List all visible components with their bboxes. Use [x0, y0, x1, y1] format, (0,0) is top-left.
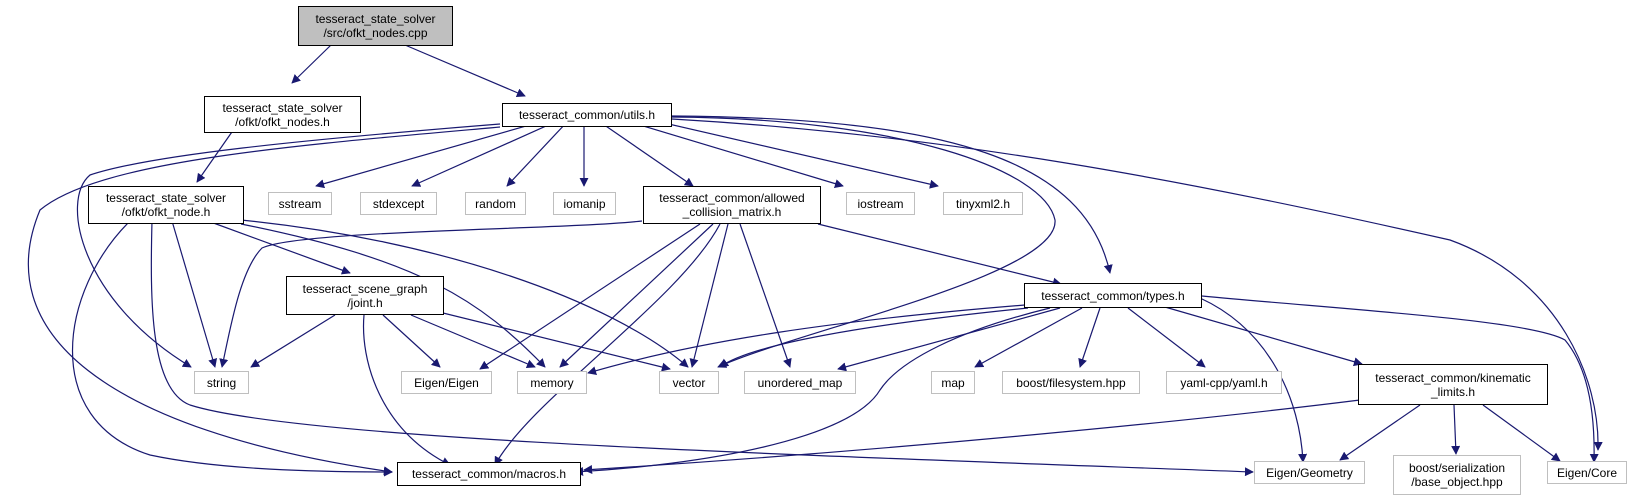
node-yaml-cpp: yaml-cpp/yaml.h	[1166, 371, 1282, 394]
edge-ofkt-node-to-joint	[207, 220, 351, 275]
node-eigen-geometry: Eigen/Geometry	[1254, 461, 1365, 484]
edge-acm-to-vector	[689, 223, 729, 368]
node-label: tesseract_common/utils.h	[518, 108, 656, 122]
node-boost-filesystem: boost/filesystem.hpp	[1002, 371, 1140, 394]
node-label: tesseract_common/macros.h	[411, 467, 567, 481]
node-stdexcept: stdexcept	[360, 192, 437, 215]
edge-utils-to-types	[671, 115, 1113, 274]
edge-acm-to-unordered-map	[739, 223, 792, 368]
edge-types-to-yaml	[1127, 307, 1206, 368]
node-macros-h[interactable]: tesseract_common/macros.h	[397, 462, 581, 486]
edge-types-to-unordered-map	[837, 307, 1061, 372]
node-tinyxml2-h: tinyxml2.h	[943, 192, 1023, 215]
edge-acm-to-types	[817, 223, 1062, 287]
node-iomanip: iomanip	[553, 192, 616, 215]
edge-utils-to-acm	[599, 121, 694, 187]
edge-joint-to-eigen-eigen	[382, 314, 441, 368]
node-label: iostream	[857, 196, 904, 211]
node-label: random	[475, 196, 516, 211]
edge-kinematic-to-boost-serialization	[1451, 404, 1461, 455]
edge-kinematic-to-eigen-core	[1482, 404, 1561, 462]
node-boost-serialization: boost/serialization /base_object.hpp	[1393, 455, 1521, 495]
node-label: iomanip	[563, 196, 606, 211]
edge-joint-to-string	[250, 314, 336, 368]
edge-ofkt-node-to-string	[171, 220, 218, 368]
node-iostream: iostream	[846, 192, 915, 215]
node-label: map	[941, 375, 965, 390]
edge-types-to-macros	[574, 307, 1051, 477]
node-label: tinyxml2.h	[955, 196, 1011, 211]
node-label: boost/serialization /base_object.hpp	[1408, 461, 1506, 489]
node-label: tesseract_scene_graph /joint.h	[302, 281, 428, 310]
edge-utils-to-vector	[669, 116, 1056, 368]
node-label: sstream	[278, 196, 322, 211]
node-label: Eigen/Core	[1556, 465, 1618, 480]
node-unordered-map: unordered_map	[744, 371, 856, 394]
edge-utils-to-string	[76, 123, 501, 368]
node-label: string	[206, 375, 237, 390]
node-label: tesseract_common/allowed _collision_matr…	[659, 191, 805, 219]
node-joint-h[interactable]: tesseract_scene_graph /joint.h	[286, 276, 444, 315]
edge-utils-to-iostream	[629, 121, 844, 188]
node-kinematic-limits-h[interactable]: tesseract_common/kinematic _limits.h	[1358, 364, 1548, 405]
edge-utils-to-eigen-core	[671, 118, 1603, 451]
node-ofkt-nodes-h[interactable]: tesseract_state_solver /ofkt/ofkt_nodes.…	[204, 96, 361, 133]
node-ofkt-nodes-cpp: tesseract_state_solver /src/ofkt_nodes.c…	[298, 6, 453, 46]
node-allowed-collision-matrix-h[interactable]: tesseract_common/allowed _collision_matr…	[643, 186, 821, 224]
node-label: tesseract_state_solver /ofkt/ofkt_node.h	[105, 191, 227, 219]
node-label: boost/filesystem.hpp	[1016, 375, 1126, 390]
node-label: Eigen/Eigen	[414, 375, 479, 390]
edge-joint-to-vector	[442, 312, 671, 372]
edge-joint-to-memory	[410, 314, 536, 369]
node-label: tesseract_state_solver /ofkt/ofkt_nodes.…	[222, 100, 343, 129]
node-label: yaml-cpp/yaml.h	[1180, 375, 1268, 390]
edge-ofkt-node-to-macros	[72, 220, 393, 477]
node-label: stdexcept	[372, 196, 425, 211]
node-label: tesseract_common/kinematic _limits.h	[1375, 370, 1531, 399]
edge-types-to-vector	[719, 307, 1029, 368]
node-eigen-eigen: Eigen/Eigen	[401, 371, 492, 394]
node-label: unordered_map	[757, 375, 843, 390]
node-label: tesseract_common/types.h	[1041, 288, 1185, 303]
edge-ofkt-node-to-vector	[240, 219, 689, 368]
edge-acm-to-macros	[494, 223, 721, 466]
node-label: Eigen/Geometry	[1266, 465, 1353, 480]
node-eigen-core: Eigen/Core	[1547, 461, 1627, 484]
edge-utils-to-tinyxml2	[659, 121, 939, 189]
node-string: string	[194, 371, 249, 394]
node-map: map	[931, 371, 975, 394]
edge-utils-to-sstream	[315, 121, 541, 189]
edge-types-to-boost-filesystem	[1078, 307, 1101, 368]
edge-utils-to-stdexcept	[411, 121, 556, 187]
edge-utils-to-macros	[27, 126, 501, 476]
node-label: tesseract_state_solver /src/ofkt_nodes.c…	[315, 12, 436, 40]
node-utils-h[interactable]: tesseract_common/utils.h	[502, 103, 672, 127]
node-types-h[interactable]: tesseract_common/types.h	[1024, 283, 1202, 308]
node-sstream: sstream	[268, 192, 332, 215]
edge-kinematic-to-eigen-geometry	[1339, 404, 1421, 461]
node-random: random	[465, 192, 526, 215]
edge-utils-to-random	[506, 121, 568, 187]
edge-types-to-eigen-core	[1201, 295, 1599, 463]
edge-ofkt-nodes-h-to-ofkt-node-h	[196, 128, 235, 183]
edge-types-to-memory	[587, 304, 1026, 376]
edge-ofkt-node-to-eigen-geometry	[150, 220, 1254, 477]
node-memory: memory	[517, 371, 587, 394]
edge-types-to-kinematic-limits	[1157, 304, 1363, 367]
edge-types-to-map	[974, 307, 1083, 368]
edge-types-to-eigen-geometry	[1199, 297, 1308, 463]
node-label: memory	[530, 375, 574, 390]
edge-acm-to-eigen-eigen	[479, 223, 701, 370]
node-vector: vector	[659, 371, 719, 394]
node-label: vector	[672, 375, 706, 390]
edge-joint-to-macros	[362, 314, 451, 466]
edge-cpp-to-ofkt-nodes-h	[291, 44, 332, 84]
node-ofkt-node-h[interactable]: tesseract_state_solver /ofkt/ofkt_node.h	[88, 186, 244, 224]
edge-acm-to-string	[219, 220, 643, 368]
edge-cpp-to-utils-h	[404, 44, 526, 97]
edge-acm-to-memory	[559, 223, 714, 368]
edge-kinematic-to-macros	[583, 399, 1361, 474]
